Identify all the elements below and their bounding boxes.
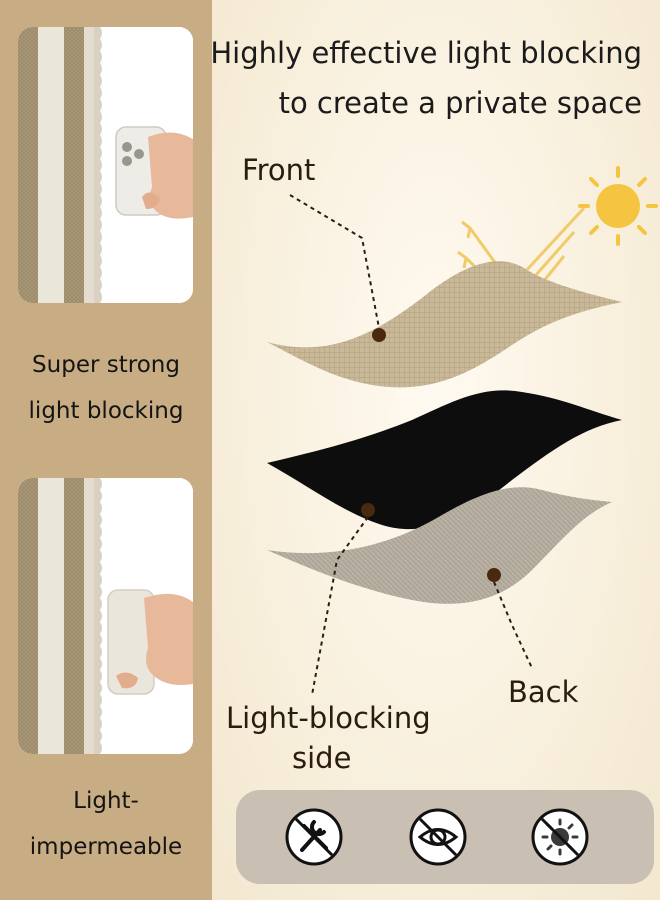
- front-marker: [372, 328, 386, 342]
- feature-icon-bar: [236, 790, 654, 884]
- caption-line: Light-: [73, 788, 139, 814]
- no-see-through-icon: [409, 808, 467, 866]
- no-tools-icon: [285, 808, 343, 866]
- back-leader-line: [493, 581, 533, 669]
- light-blocking-label: Light-blocking: [226, 701, 431, 735]
- fabric-layers-diagram: [267, 166, 658, 696]
- front-fabric-layer: [267, 261, 622, 388]
- sun-icon: [578, 166, 658, 246]
- caption-light-impermeable: Light- impermeable: [0, 778, 212, 870]
- light-blocking-side-label: side: [292, 741, 352, 775]
- caption-super-strong: Super strong light blocking: [0, 342, 212, 434]
- headline-line-2: to create a private space: [278, 86, 642, 120]
- caption-line: Super strong: [32, 352, 180, 378]
- blocking-fabric-layer: [267, 390, 622, 530]
- caption-line: impermeable: [29, 834, 183, 860]
- caption-line: light blocking: [28, 398, 184, 424]
- back-label: Back: [508, 675, 579, 709]
- front-label: Front: [242, 153, 316, 187]
- main-illustration-area: Highly effective light blocking to creat…: [210, 0, 660, 900]
- back-marker: [487, 568, 501, 582]
- left-panel: Super strong light blocking Light- imper: [0, 0, 212, 900]
- front-leader-line: [289, 194, 380, 329]
- curtain-photo-top: [18, 27, 193, 303]
- back-fabric-layer: [267, 487, 612, 604]
- no-sunlight-icon: [531, 808, 589, 866]
- curtain-photo-bottom: [18, 478, 193, 754]
- headline-line-1: Highly effective light blocking: [210, 36, 642, 70]
- blocking-marker: [361, 503, 375, 517]
- blocking-leader-line: [311, 516, 369, 696]
- headline: Highly effective light blocking to creat…: [210, 28, 642, 128]
